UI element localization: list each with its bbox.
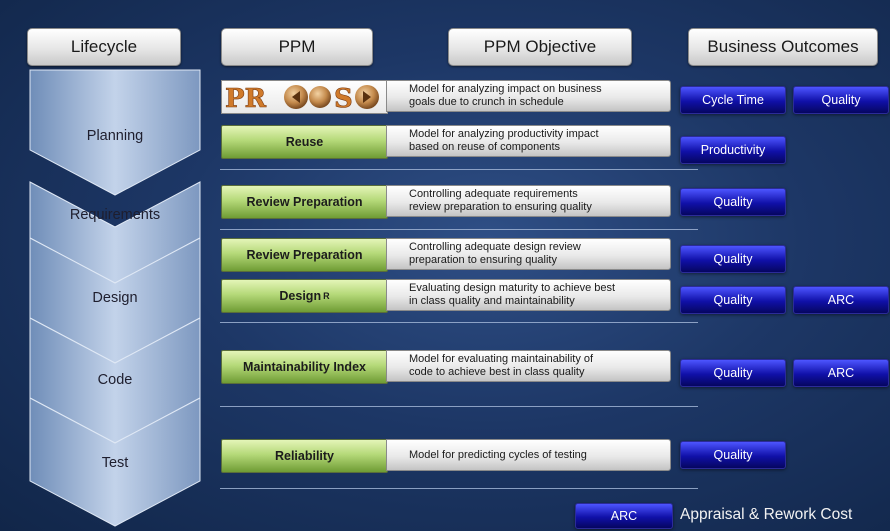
lifecycle-chevrons xyxy=(29,69,201,527)
lifecycle-header: Lifecycle xyxy=(27,28,181,66)
objective-line: Model for evaluating maintainability of xyxy=(409,353,594,365)
objective-line: in class quality and maintainability xyxy=(409,295,575,307)
outcome-arc: ARC xyxy=(793,286,889,314)
chevron-test xyxy=(29,397,201,527)
chevron-planning xyxy=(29,69,201,196)
legend-arc-key: ARC xyxy=(575,503,673,529)
business-outcomes-header: Business Outcomes xyxy=(688,28,878,66)
legend-text: Appraisal & Rework Cost xyxy=(680,506,853,523)
ppm-objective-header: PPM Objective xyxy=(448,28,632,66)
objective-line: code to achieve best in class quality xyxy=(409,366,585,378)
pross-logo: PR S xyxy=(221,80,388,114)
outcome-quality: Quality xyxy=(680,286,786,314)
row-separator xyxy=(220,322,698,323)
stage-code: Code xyxy=(97,372,133,388)
objective-line: review preparation to ensuring quality xyxy=(409,201,592,213)
row-separator xyxy=(220,229,698,230)
objective-line: Controlling adequate design review xyxy=(409,241,581,253)
objective-line: Model for predicting cycles of testing xyxy=(409,448,587,461)
ppm-design-label: Design xyxy=(279,289,322,303)
ppm-header: PPM xyxy=(221,28,373,66)
ppm-reliability: Reliability xyxy=(221,439,388,473)
outcome-productivity: Productivity xyxy=(680,136,786,164)
ppm-maintainability-index: Maintainability Index xyxy=(221,350,388,384)
outcome-quality: Quality xyxy=(680,188,786,216)
outcome-quality: Quality xyxy=(793,86,889,114)
objective-row-4: Evaluating design maturity to achieve be… xyxy=(386,279,671,311)
objective-line: Evaluating design maturity to achieve be… xyxy=(409,282,616,294)
stage-planning: Planning xyxy=(86,128,144,144)
outcome-quality: Quality xyxy=(680,441,786,469)
objective-line: goals due to crunch in schedule xyxy=(409,96,564,108)
ppm-design-superscript: R xyxy=(323,291,330,301)
row-separator xyxy=(220,406,698,407)
ppm-reuse: Reuse xyxy=(221,125,388,159)
objective-line: preparation to ensuring quality xyxy=(409,254,557,266)
objective-line: Model for analyzing impact on business xyxy=(409,83,602,95)
row-separator xyxy=(220,488,698,489)
objective-line: based on reuse of components xyxy=(409,141,561,153)
stage-test: Test xyxy=(101,455,129,471)
ppm-review-preparation-requirements: Review Preparation xyxy=(221,185,388,219)
objective-row-6: Model for predicting cycles of testing xyxy=(386,439,671,471)
ppm-review-preparation-design: Review Preparation xyxy=(221,238,388,272)
outcome-quality: Quality xyxy=(680,245,786,273)
outcome-quality: Quality xyxy=(680,359,786,387)
outcome-cycle-time: Cycle Time xyxy=(680,86,786,114)
objective-line: Model for analyzing productivity impact xyxy=(409,128,599,140)
objective-line: Controlling adequate requirements xyxy=(409,188,578,200)
svg-text:PR: PR xyxy=(225,84,267,113)
stage-requirements: Requirements xyxy=(69,207,161,223)
stage-design: Design xyxy=(92,290,138,306)
outcome-arc: ARC xyxy=(793,359,889,387)
row-separator xyxy=(220,169,698,170)
svg-text:S: S xyxy=(334,84,353,113)
